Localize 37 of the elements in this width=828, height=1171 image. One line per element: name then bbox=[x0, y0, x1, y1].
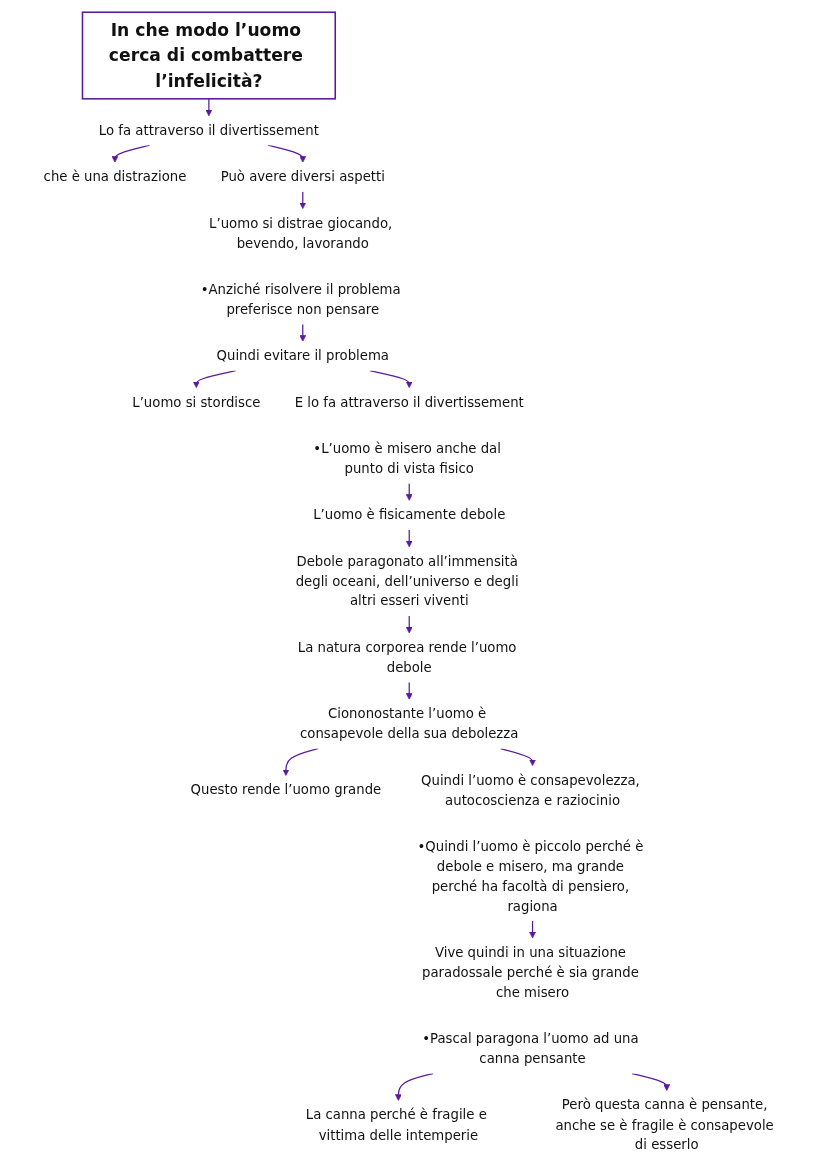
node-text: E lo fa attraverso il divertissement bbox=[295, 393, 525, 410]
arrow bbox=[193, 369, 237, 388]
arrow bbox=[111, 144, 151, 163]
node-text: Può avere diversi aspetti bbox=[220, 168, 386, 184]
arrow bbox=[267, 144, 307, 163]
node-text: •Anziché risolvere il problema preferisce non pensare bbox=[200, 280, 401, 317]
node-text: La natura corporea rende l’uomo debole bbox=[298, 638, 517, 675]
node-text: Quindi evitare il problema bbox=[216, 347, 390, 363]
arrow bbox=[529, 919, 537, 938]
node-text: •Pascal paragona l’uomo ad una canna pensante bbox=[422, 1030, 639, 1066]
arrow bbox=[282, 747, 319, 776]
node-text: Quindi l’uomo è consapevolezza, autocoscienza e raziocinio bbox=[421, 771, 641, 808]
arrow bbox=[369, 369, 413, 388]
node-text: che è una distrazione bbox=[43, 168, 187, 184]
arrow bbox=[406, 482, 413, 501]
arrow bbox=[205, 97, 213, 116]
node-text: La canna perché è fragile e vittima delle intemperie bbox=[306, 1106, 488, 1142]
arrow bbox=[406, 614, 413, 633]
arrow bbox=[299, 323, 307, 342]
arrow bbox=[406, 681, 413, 700]
node-text: Questo rende l’uomo grande bbox=[190, 781, 382, 798]
node-text: Lo fa attraverso il divertissement bbox=[99, 121, 320, 138]
node-text: L’uomo si stordisce bbox=[132, 393, 261, 410]
node-text: Ciononostante l’uomo è consapevole della sua debolezza bbox=[300, 705, 519, 741]
node-text: L’uomo si distrae giocando, bevendo, lavorando bbox=[209, 214, 393, 251]
node-box: In che modo l’uomo cerca di combattere l’infelicità? bbox=[82, 10, 337, 100]
node-text: •Quindi l’uomo è piccolo perché è debole e misero, ma grande perché ha facoltà di pensiero, ragiona bbox=[417, 837, 644, 914]
node-text: L’uomo è fisicamente debole bbox=[313, 506, 506, 522]
node-text: Debole paragonato all’immensità degli oceani, dell’universo e degli altri esseri viventi bbox=[296, 552, 519, 609]
arrow bbox=[631, 1072, 671, 1091]
arrow bbox=[406, 528, 413, 547]
arrow bbox=[299, 190, 307, 209]
node-text: Però questa canna è pensante, anche se è fragile è consapevole di esserlo bbox=[555, 1096, 775, 1152]
arrow bbox=[500, 747, 537, 766]
arrow bbox=[395, 1072, 435, 1101]
node-text: •L’uomo è misero anche dal punto di vista fisico bbox=[313, 440, 502, 476]
node-text: Vive quindi in una situazione paradossale perché è sia grande che misero bbox=[422, 943, 640, 1000]
